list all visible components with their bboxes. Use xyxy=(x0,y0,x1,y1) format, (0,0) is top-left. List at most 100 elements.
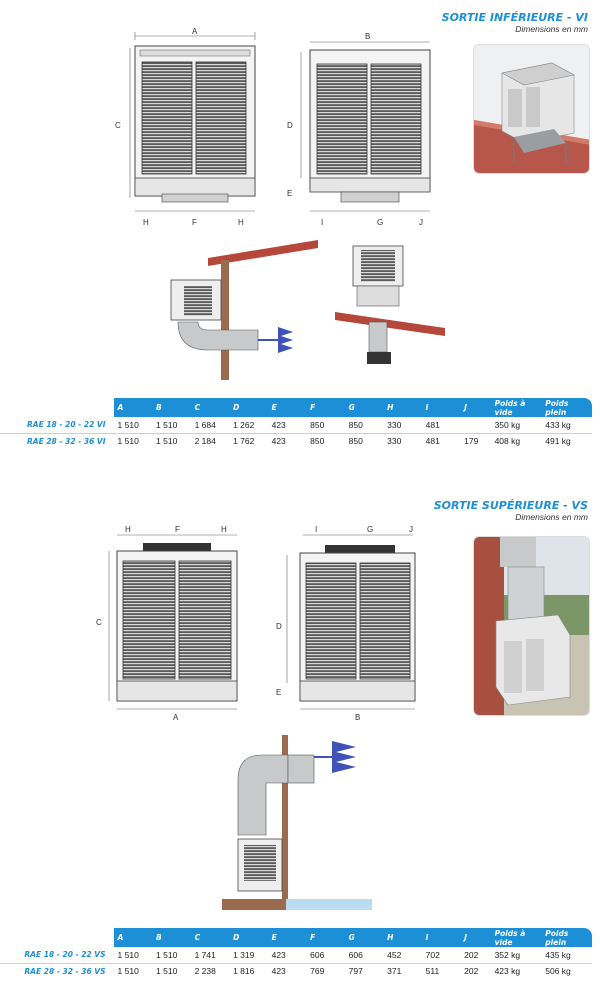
vs-col-header: J xyxy=(460,928,491,947)
vi-col-header: H xyxy=(383,398,422,417)
table-cell: 2 238 xyxy=(194,966,216,977)
vi-col-header: A xyxy=(113,398,153,417)
table-cell: 606 xyxy=(306,947,345,964)
vi-col-header: I xyxy=(421,398,461,417)
table-cell: 1 510 xyxy=(117,966,139,977)
vs-front-dim-right: H xyxy=(221,525,227,534)
vi-col-header: J xyxy=(460,398,491,417)
table-cell: 769 xyxy=(310,966,325,977)
vi-front-dim-right: H xyxy=(238,218,244,227)
vs-product-photo xyxy=(473,536,590,716)
table-row: RAE 28 - 32 - 36 VS 1 510 1 510 2 238 1 … xyxy=(0,963,592,979)
table-cell: 481 xyxy=(421,417,461,434)
table-cell: 435 kg xyxy=(541,947,592,964)
table-cell: 2 184 xyxy=(194,436,216,447)
table-cell: 371 xyxy=(387,966,402,977)
vi-header: SORTIE INFÉRIEURE - VI Dimensions en mm xyxy=(442,11,588,34)
vs-title: SORTIE SUPÉRIEURE - VS xyxy=(433,499,588,512)
table-cell: 481 xyxy=(425,436,440,447)
vs-row-model: RAE 28 - 32 - 36 VS xyxy=(24,966,106,976)
table-cell: 797 xyxy=(348,966,363,977)
table-cell: 350 kg xyxy=(490,417,542,434)
vi-side-dim-height: D xyxy=(287,121,293,130)
vs-front-dim-width: A xyxy=(173,713,179,722)
vi-row-model: RAE 28 - 32 - 36 VI xyxy=(27,436,106,446)
table-cell: 1 762 xyxy=(233,436,255,447)
table-cell: 702 xyxy=(421,947,461,964)
vi-col-header: G xyxy=(344,398,384,417)
vs-col-header: Poids plein xyxy=(541,928,592,947)
vs-row-model: RAE 18 - 20 - 22 VS xyxy=(0,947,114,964)
table-cell: 511 xyxy=(425,966,440,977)
vs-col-header: B xyxy=(152,928,191,947)
vs-col-header: A xyxy=(113,928,153,947)
vi-front-dim-left: H xyxy=(143,218,149,227)
vs-header: SORTIE SUPÉRIEURE - VS Dimensions en mm xyxy=(433,499,588,522)
table-cell: 491 kg xyxy=(545,436,571,447)
table-cell: 606 xyxy=(344,947,384,964)
table-row: RAE 18 - 20 - 22 VS 1 510 1 510 1 741 1 … xyxy=(0,947,592,964)
vs-col-header: E xyxy=(267,928,307,947)
table-cell: 423 xyxy=(267,947,307,964)
vi-subtitle: Dimensions en mm xyxy=(515,23,588,34)
vs-side-dim-base: E xyxy=(276,688,281,697)
vs-col-header: C xyxy=(190,928,230,947)
table-cell: 408 kg xyxy=(494,436,521,447)
table-cell: 1 319 xyxy=(229,947,268,964)
table-cell: 1 262 xyxy=(229,417,268,434)
table-row: RAE 28 - 32 - 36 VI 1 510 1 510 2 184 1 … xyxy=(0,433,592,449)
table-cell: 850 xyxy=(344,417,384,434)
vs-col-header: Poids à vide xyxy=(490,928,542,947)
vi-front-dim-width: A xyxy=(192,27,198,36)
table-cell: 1 510 xyxy=(152,947,191,964)
vi-product-photo xyxy=(473,44,590,174)
table-cell: 1 510 xyxy=(113,417,153,434)
vs-col-header: F xyxy=(306,928,345,947)
table-cell: 850 xyxy=(348,436,363,447)
vi-install-wall-drawing xyxy=(170,240,318,380)
table-cell: 423 xyxy=(271,966,286,977)
table-row: RAE 18 - 20 - 22 VI 1 510 1 510 1 684 1 … xyxy=(0,417,592,434)
vs-side-dim-width: B xyxy=(355,713,360,722)
vi-col-header: E xyxy=(267,398,307,417)
vs-spec-table: A B C D E F G H I J Poids à vide Poids p… xyxy=(0,928,592,979)
vs-front-dim-center: F xyxy=(175,525,180,534)
table-cell: 1 741 xyxy=(190,947,230,964)
vi-front-dim-height: C xyxy=(115,121,121,130)
table-cell: 850 xyxy=(306,417,345,434)
table-cell: 423 kg xyxy=(494,966,521,977)
vs-front-dim-left: H xyxy=(125,525,131,534)
table-cell: 1 510 xyxy=(156,436,178,447)
table-cell: 202 xyxy=(464,966,479,977)
vi-spec-table: A B C D E F G H I J Poids à vide Poids p… xyxy=(0,398,592,449)
vi-front-drawing: A C H F H xyxy=(115,27,256,227)
vs-install-drawing xyxy=(222,735,372,910)
vi-side-dim-right: J xyxy=(419,218,423,227)
vs-table-header-row: A B C D E F G H I J Poids à vide Poids p… xyxy=(0,928,592,947)
vs-side-dim-left: I xyxy=(315,525,317,534)
table-cell: 423 xyxy=(271,436,286,447)
vi-side-dim-width: B xyxy=(365,32,370,41)
vs-col-header: D xyxy=(229,928,268,947)
vs-col-header: G xyxy=(344,928,384,947)
vi-col-header: Poids plein xyxy=(541,398,592,417)
vi-side-drawing: B D E I G J xyxy=(287,32,431,227)
table-cell: 330 xyxy=(383,417,422,434)
table-cell: 179 xyxy=(464,436,479,447)
vi-col-header: D xyxy=(229,398,268,417)
table-cell: 506 kg xyxy=(545,966,571,977)
vs-side-dim-center: G xyxy=(367,525,373,534)
table-cell: 423 xyxy=(267,417,307,434)
table-cell: 1 684 xyxy=(190,417,230,434)
table-cell: 1 510 xyxy=(156,966,178,977)
vi-side-dim-left: I xyxy=(321,218,323,227)
vs-side-dim-height: D xyxy=(276,622,282,631)
table-cell: 202 xyxy=(460,947,491,964)
table-cell: 1 816 xyxy=(233,966,255,977)
vs-side-drawing: I G J D E B xyxy=(276,525,416,722)
vi-col-header: B xyxy=(152,398,191,417)
vi-front-dim-center: F xyxy=(192,218,197,227)
vi-col-header: Poids à vide xyxy=(490,398,542,417)
vs-front-dim-height: C xyxy=(96,618,102,627)
vs-subtitle: Dimensions en mm xyxy=(515,511,588,522)
